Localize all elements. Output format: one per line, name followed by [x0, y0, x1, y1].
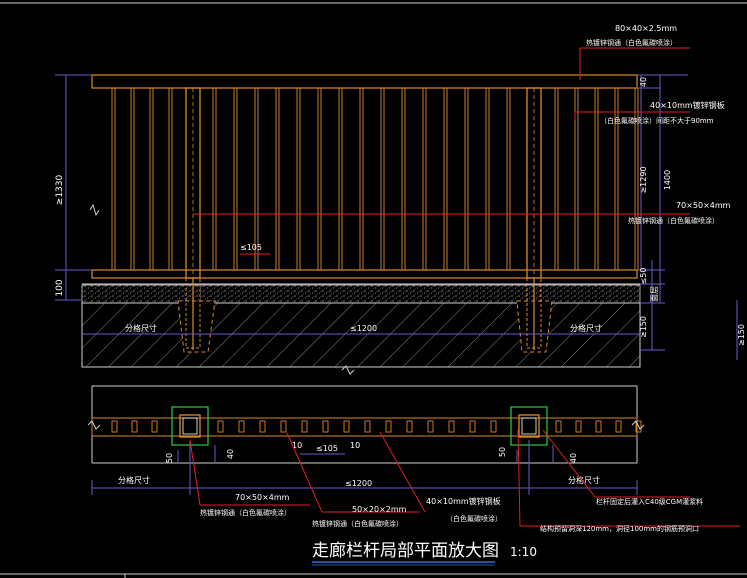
- baluster: [554, 87, 559, 271]
- plan-dim-10b: 10: [350, 441, 360, 450]
- plan-baluster: [555, 420, 562, 433]
- label-post-size: 70×50×4mm: [676, 201, 731, 210]
- plan-baluster: [259, 420, 266, 433]
- plan-baluster: [469, 420, 476, 433]
- plan-baluster: [615, 420, 622, 433]
- baluster: [401, 87, 406, 271]
- plan-baluster: [490, 420, 497, 433]
- plan-baluster: [131, 420, 138, 433]
- label-handrail-material: 热镀锌钢通（白色氟碳喷涂）: [586, 38, 677, 47]
- plan-label-grid-left: 分格尺寸: [118, 475, 150, 485]
- plan-baluster: [635, 420, 642, 433]
- dim-150-far: ≥150: [737, 324, 746, 346]
- plan-baluster: [322, 420, 329, 433]
- plan-dim-40b: 40: [569, 453, 578, 463]
- baluster: [338, 87, 343, 271]
- baluster: [574, 87, 579, 271]
- plan-dim-10a: 10: [292, 441, 302, 450]
- dim-100: 100: [55, 279, 65, 296]
- plan-baluster: [385, 420, 392, 433]
- plan-baluster: [280, 420, 287, 433]
- label-grid-right: 分格尺寸: [570, 323, 602, 333]
- label-post-material: 热镀锌钢通（白色氟碳喷涂）: [628, 216, 719, 225]
- handrail-top: [91, 74, 638, 89]
- dim-1290: ≥1290: [639, 166, 648, 193]
- plan-baluster: [448, 420, 455, 433]
- baluster: [485, 87, 490, 271]
- plan-baluster: [364, 420, 371, 433]
- plan-baluster: [406, 420, 413, 433]
- plan-dim-40a: 40: [226, 449, 235, 459]
- label-span-1200: ≤1200: [350, 324, 377, 333]
- plan-post-right: [510, 406, 548, 446]
- plan-baluster: [427, 420, 434, 433]
- baluster: [464, 87, 469, 271]
- dim-40: 40: [639, 77, 648, 87]
- baluster: [233, 87, 238, 271]
- baluster: [380, 87, 385, 271]
- plan-label-span-1200: ≤1200: [345, 479, 372, 488]
- plan-baluster: [595, 420, 602, 433]
- baluster: [614, 87, 619, 271]
- drawing-title: 走廊栏杆局部平面放大图: [312, 541, 499, 561]
- plan-baluster: [111, 420, 118, 433]
- label-baluster-note: （白色氟碳喷涂）间距不大于90mm: [600, 116, 714, 125]
- baluster: [275, 87, 280, 271]
- label-handrail-size: 80×40×2.5mm: [615, 24, 677, 33]
- plan-baluster: [575, 420, 582, 433]
- baluster: [359, 87, 364, 271]
- baluster: [111, 87, 116, 271]
- plan-label-hole-note: 结构预留洞深120mm，洞径100mm的钢筋预洞口: [540, 524, 699, 533]
- baluster: [149, 87, 154, 271]
- baluster: [212, 87, 217, 271]
- plan-baluster: [217, 420, 224, 433]
- elevation-view: ≥1330 100 40 ≥1290 1400 ≤50 面层 ≥150 ≥150: [55, 24, 746, 375]
- dim-150: ≥150: [639, 316, 648, 338]
- plan-dim-50b: 50: [498, 447, 507, 457]
- baluster: [422, 87, 427, 271]
- plan-label-bar-material: 热镀锌钢通（白色氟碳喷涂）: [312, 519, 403, 528]
- label-gap-105: ≤105: [240, 243, 262, 252]
- plan-label-bar-size: 50×20×2mm: [352, 505, 407, 514]
- post-right: [516, 87, 553, 353]
- drawing-scale: 1:10: [510, 545, 537, 559]
- baluster: [130, 87, 135, 271]
- baluster: [254, 87, 259, 271]
- post-left: [177, 87, 216, 353]
- plan-post-left: [171, 406, 209, 446]
- plan-baluster: [238, 420, 245, 433]
- dim-1330: ≥1330: [55, 175, 65, 206]
- plan-label-grout-note: 栏杆固定后灌入C40级CGM灌浆料: [596, 497, 703, 506]
- plan-handrail: [91, 417, 638, 437]
- plan-baluster: [301, 420, 308, 433]
- plan-view: 分格尺寸 ≤1200 分格尺寸 ≤105 10 10 50 40 50 40 7…: [87, 385, 740, 566]
- baluster: [443, 87, 448, 271]
- plan-label-post-material: 热镀锌钢通（白色氟碳喷涂）: [200, 508, 291, 517]
- plan-label-baluster-size: 40×10mm镀锌钢板: [426, 496, 501, 506]
- plan-dim-50a: 50: [165, 453, 174, 463]
- bottom-rail: [91, 269, 638, 279]
- baluster: [506, 87, 511, 271]
- plan-baluster: [151, 420, 158, 433]
- plan-baluster: [343, 420, 350, 433]
- baluster: [634, 87, 639, 271]
- dim-1400: 1400: [663, 170, 672, 190]
- baluster: [296, 87, 301, 271]
- baluster: [168, 87, 173, 271]
- floor-finish: [81, 284, 641, 304]
- baluster: [317, 87, 322, 271]
- baluster: [594, 87, 599, 271]
- plan-label-post-size: 70×50×4mm: [235, 493, 290, 502]
- dim-50: ≤50: [639, 268, 648, 285]
- concrete-slab: [81, 302, 641, 368]
- baluster-group: [111, 87, 639, 271]
- plan-dim-gap-105: ≤105: [316, 444, 338, 453]
- plan-label-baluster-note: （白色氟碳喷涂）: [446, 514, 502, 523]
- floor-label: 面层: [650, 286, 659, 302]
- label-grid-left: 分格尺寸: [125, 323, 157, 333]
- plan-baluster-group: [111, 420, 642, 433]
- label-baluster-size: 40×10mm镀锌钢板: [650, 100, 725, 110]
- plan-label-grid-right: 分格尺寸: [568, 475, 600, 485]
